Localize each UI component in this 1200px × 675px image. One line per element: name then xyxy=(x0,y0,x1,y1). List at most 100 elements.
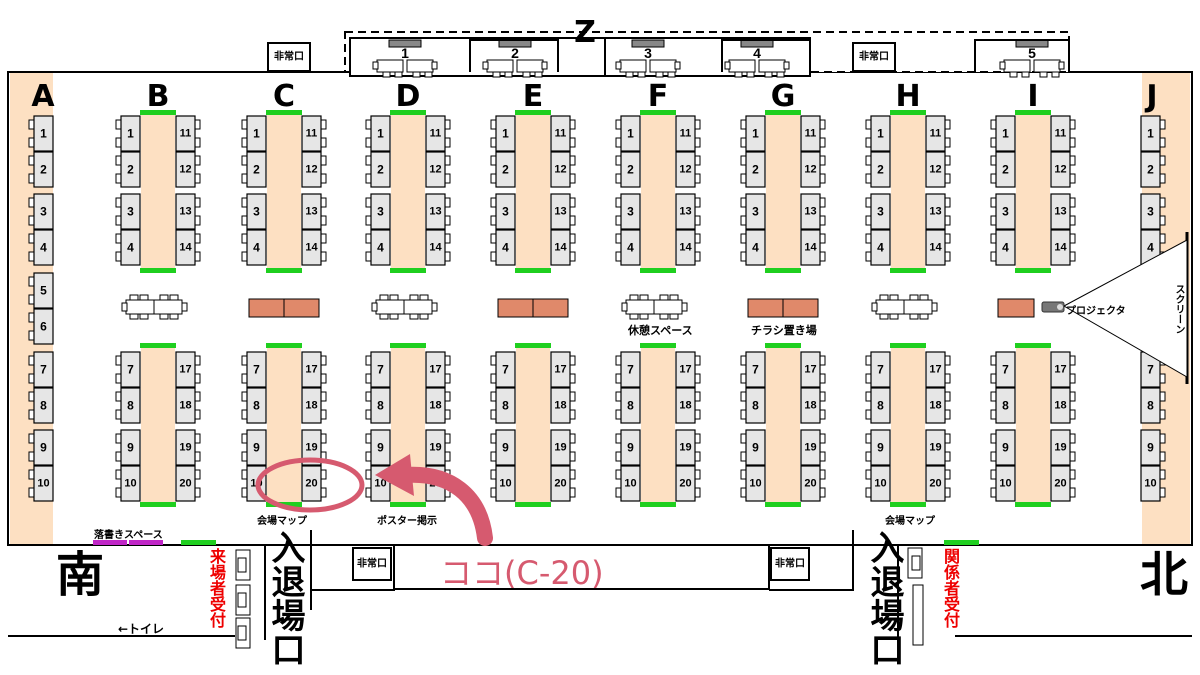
chair xyxy=(419,294,429,301)
label-entrance-left: 入退場口 xyxy=(265,530,305,666)
island-fill xyxy=(641,348,675,503)
seat-number: 11 xyxy=(555,128,567,140)
seat: 17 xyxy=(425,351,451,388)
stage-z1: 1 xyxy=(372,39,438,78)
table xyxy=(550,193,571,230)
seat-number: 10 xyxy=(624,478,636,490)
table xyxy=(33,272,54,309)
green-bar xyxy=(515,268,551,273)
seat-number: 18 xyxy=(804,400,816,412)
display-table xyxy=(532,298,569,318)
seat-number: 13 xyxy=(429,206,441,218)
seat: 3 xyxy=(615,193,641,230)
stage-wall xyxy=(974,39,1070,72)
island-fill xyxy=(641,114,675,269)
seat: 1 xyxy=(1140,115,1166,152)
table xyxy=(246,387,267,424)
chair xyxy=(482,61,489,70)
seat: 7 xyxy=(241,351,267,388)
seat-number: 7 xyxy=(502,363,509,377)
seat: 12 xyxy=(301,151,327,188)
table xyxy=(33,465,54,502)
seat: 9 xyxy=(365,429,391,466)
seat-number: 3 xyxy=(40,205,47,219)
seat: 10 xyxy=(28,465,54,502)
table xyxy=(925,193,946,230)
table xyxy=(925,429,946,466)
seat-number: 7 xyxy=(627,363,634,377)
emergency-exit: 非常口 xyxy=(852,42,896,72)
table xyxy=(495,429,516,466)
seat: 1 xyxy=(365,115,391,152)
label-island-f: F xyxy=(647,79,669,114)
table xyxy=(800,193,821,230)
middle-row xyxy=(121,294,1035,320)
stage-table xyxy=(758,59,786,73)
seat: 19 xyxy=(550,429,576,466)
green-bar xyxy=(640,110,676,115)
seat-number: 1 xyxy=(877,127,884,141)
green-bar xyxy=(765,502,801,507)
island-fill xyxy=(891,114,925,269)
chair xyxy=(419,313,429,320)
table xyxy=(745,193,766,230)
seat-number: 8 xyxy=(127,399,134,413)
seat: 13 xyxy=(175,193,201,230)
seat: 12 xyxy=(675,151,701,188)
display-table xyxy=(997,298,1035,318)
seat-number: 10 xyxy=(1144,478,1156,490)
table xyxy=(301,387,322,424)
table xyxy=(995,229,1016,266)
seat: 11 xyxy=(675,115,701,152)
seat-number: 18 xyxy=(679,400,691,412)
projector-area xyxy=(1041,232,1189,384)
green-bar xyxy=(1015,110,1051,115)
seat: 19 xyxy=(425,429,451,466)
seat-number: 8 xyxy=(502,399,509,413)
stage-table xyxy=(376,59,404,73)
seat-number: 10 xyxy=(874,478,886,490)
seat: 14 xyxy=(1050,229,1076,266)
seat-number: 13 xyxy=(305,206,317,218)
chair xyxy=(669,313,679,320)
display-table xyxy=(747,298,784,318)
table xyxy=(995,351,1016,388)
seat-number: 8 xyxy=(752,399,759,413)
seat: 17 xyxy=(675,351,701,388)
seat-number: 1 xyxy=(40,127,47,141)
seat: 8 xyxy=(241,387,267,424)
chair xyxy=(931,302,938,312)
table xyxy=(925,351,946,388)
table xyxy=(550,465,571,502)
reception-tables xyxy=(235,547,924,649)
seat: 20 xyxy=(550,465,576,502)
seat: 4 xyxy=(865,229,891,266)
seat: 2 xyxy=(28,151,54,188)
seat: 8 xyxy=(615,387,641,424)
seat: 13 xyxy=(800,193,826,230)
table xyxy=(33,351,54,388)
seat: 17 xyxy=(550,351,576,388)
green-bar xyxy=(140,502,176,507)
seat-number: 11 xyxy=(180,128,192,140)
label-column-j: J xyxy=(1146,79,1158,114)
seat-number: 12 xyxy=(554,164,566,176)
seat-number: 9 xyxy=(253,441,260,455)
seat: 3 xyxy=(490,193,516,230)
seat-number: 17 xyxy=(179,364,191,376)
table xyxy=(33,429,54,466)
stage-zone xyxy=(344,31,1070,77)
table xyxy=(675,387,696,424)
chair xyxy=(871,302,878,312)
seat: 11 xyxy=(425,115,451,152)
seat-number: 14 xyxy=(305,242,318,254)
table xyxy=(995,151,1016,188)
stage-number: 3 xyxy=(644,45,652,61)
table xyxy=(870,429,891,466)
seat-number: 7 xyxy=(877,363,884,377)
label-island-c: C xyxy=(272,79,296,114)
table xyxy=(550,151,571,188)
display-table xyxy=(782,298,819,318)
seat-number: 1 xyxy=(127,127,134,141)
seat-number: 18 xyxy=(1054,400,1066,412)
